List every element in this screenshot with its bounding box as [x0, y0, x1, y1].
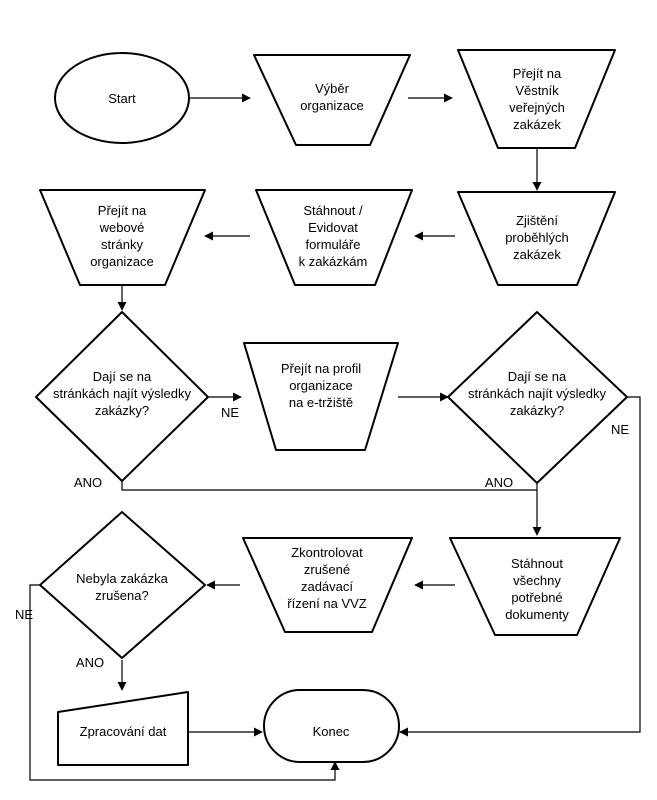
- webove-line-3: stránky: [101, 237, 143, 252]
- stahnout-vse-line-4: dokumenty: [505, 607, 569, 622]
- decision-1-ne-label: NE: [221, 405, 239, 420]
- edge-dotaz1-ano: [121, 479, 537, 491]
- decision-2-ne-label: NE: [611, 422, 629, 437]
- stahnout-evidovat-line-3: formuláře: [306, 237, 361, 252]
- stahnout-evidovat-line-4: k zakázkám: [299, 254, 368, 269]
- connectors: [29, 93, 641, 781]
- profil-line-3: na e-tržiště: [289, 395, 353, 410]
- decision-3-line-2: zrušena?: [95, 588, 148, 603]
- stahnout-evidovat-line-2: Evidovat: [308, 220, 358, 235]
- webove-line-2: webové: [99, 220, 145, 235]
- decision-2-ano-label: ANO: [485, 475, 513, 490]
- start-label: Start: [108, 91, 136, 106]
- zkontrolovat-line-4: řízení na VVZ: [287, 596, 367, 611]
- vestnik-line-3: veřejných: [509, 100, 565, 115]
- profil-line-1: Přejít na profil: [281, 361, 361, 376]
- decision-2-line-2: stránkách najít výsledky: [468, 386, 607, 401]
- decision-1-line-1: Dají se na: [93, 369, 152, 384]
- zjisteni-line-1: Zjištění: [516, 213, 558, 228]
- vestnik-line-2: Věstník: [515, 83, 559, 98]
- node-webove-stranky: Přejít na webové stránky organizace: [39, 189, 206, 286]
- zkontrolovat-line-3: zadávací: [301, 579, 353, 594]
- node-vyber-organizace: Výběr organizace: [253, 54, 411, 146]
- vyber-line-1: Výběr: [315, 81, 350, 96]
- decision-1-line-2: stránkách najít výsledky: [53, 386, 192, 401]
- decision-3-line-1: Nebyla zakázka: [76, 571, 169, 586]
- decision-1-ano-label: ANO: [74, 475, 102, 490]
- decision-2-line-3: zakázky?: [510, 403, 564, 418]
- webove-line-1: Přejít na: [98, 203, 147, 218]
- node-decision-3: Nebyla zakázka zrušena?: [39, 511, 206, 659]
- stahnout-vse-line-1: Stáhnout: [511, 556, 563, 571]
- node-start: Start: [54, 52, 190, 144]
- node-zpracovani-dat: Zpracování dat: [57, 691, 189, 766]
- zpracovani-label: Zpracování dat: [80, 724, 167, 739]
- decision-2-line-1: Dají se na: [508, 369, 567, 384]
- zkontrolovat-line-1: Zkontrolovat: [291, 545, 363, 560]
- vestnik-line-1: Přejít na: [513, 66, 562, 81]
- edge-dotaz3-ne-konec: [29, 584, 340, 781]
- node-profil-organizace: Přejít na profil organizace na e-tržiště: [243, 342, 399, 451]
- stahnout-vse-line-2: všechny: [513, 573, 561, 588]
- decision-3-ne-label: NE: [15, 607, 33, 622]
- node-zjisteni: Zjištění proběhlých zakázek: [457, 191, 616, 286]
- node-stahnout-evidovat: Stáhnout / Evidovat formuláře k zakázkám: [255, 189, 413, 286]
- node-stahnout-vse: Stáhnout všechny potřebné dokumenty: [449, 537, 621, 636]
- node-prejit-vestnik: Přejít na Věstník veřejných zakázek: [457, 49, 616, 149]
- webove-line-4: organizace: [90, 254, 154, 269]
- edge-dotaz2-ne-konec: [399, 396, 641, 737]
- vyber-line-2: organizace: [300, 98, 364, 113]
- decision-1-line-3: zakázky?: [95, 403, 149, 418]
- zjisteni-line-3: zakázek: [513, 247, 561, 262]
- zjisteni-line-2: proběhlých: [505, 230, 569, 245]
- zkontrolovat-line-2: zrušené: [304, 562, 350, 577]
- node-zkontrolovat: Zkontrolovat zrušené zadávací řízení na …: [242, 537, 413, 633]
- node-konec: Konec: [263, 689, 400, 763]
- node-decision-1: Dají se na stránkách najít výsledky zaká…: [35, 311, 209, 482]
- decision-3-ano-label: ANO: [76, 655, 104, 670]
- konec-label: Konec: [313, 724, 350, 739]
- node-decision-2: Dají se na stránkách najít výsledky zaká…: [447, 311, 628, 484]
- vestnik-line-4: zakázek: [513, 117, 561, 132]
- stahnout-evidovat-line-1: Stáhnout /: [303, 203, 363, 218]
- stahnout-vse-line-3: potřebné: [511, 590, 562, 605]
- profil-line-2: organizace: [289, 378, 353, 393]
